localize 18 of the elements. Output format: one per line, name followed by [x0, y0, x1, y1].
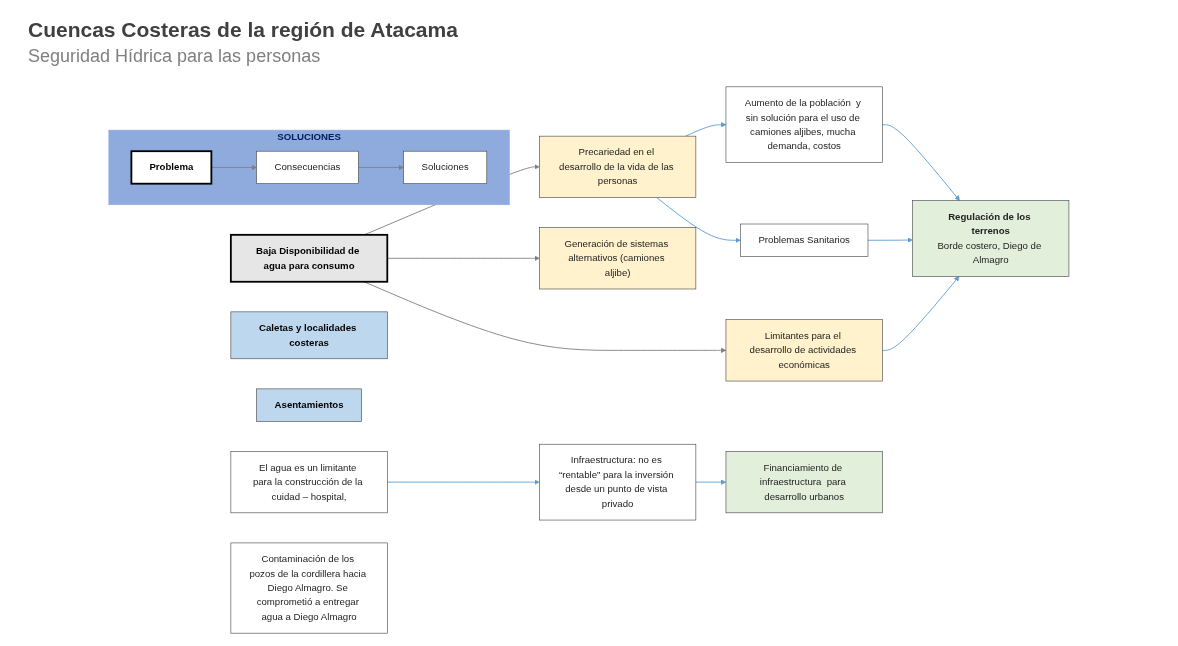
node-box: Asentamientos: [256, 388, 363, 422]
node-box: Contaminación de los pozos de la cordillera hacia Diego Almagro. Se comprometió a entregar agua a Diego Almagro: [230, 542, 388, 634]
node-box: Aumento de la población y sin solución para el uso de camiones aljibes, mucha demanda, costos: [725, 86, 883, 163]
node-box: El agua es un limitante para la construcción de la cuidad – hospital,: [230, 451, 388, 514]
node-box: Precariedad en el desarrollo de la vida de las personas: [539, 135, 697, 198]
node-box: Infraestructura: no es “rentable” para la inversión desde un punto de vista privado: [539, 443, 697, 521]
subtitle: Seguridad Hídrica para las personas: [28, 46, 322, 67]
node-box: Soluciones: [403, 150, 488, 184]
node-box: Problemas Sanitarios: [740, 223, 869, 257]
diagram-title: Cuencas Costeras de la región de Atacama: [28, 18, 458, 42]
node-box: Problema: [130, 150, 213, 185]
node-box: Caletas y localidades costeras: [230, 311, 388, 360]
node-box: Financiamiento de infraestructura para desarrollo urbanos: [725, 451, 883, 514]
node-box: Regulación de los terrenos Borde costero, Diego de Almagro: [912, 200, 1070, 277]
node-box: Baja Disponibilidad de agua para consumo: [230, 233, 389, 283]
node-box: Consecuencias: [256, 150, 359, 184]
node-box: Limitantes para el desarrollo de actividades económicas: [725, 319, 883, 382]
node-box: Generación de sistemas alternativos (camiones aljibe): [539, 227, 697, 290]
